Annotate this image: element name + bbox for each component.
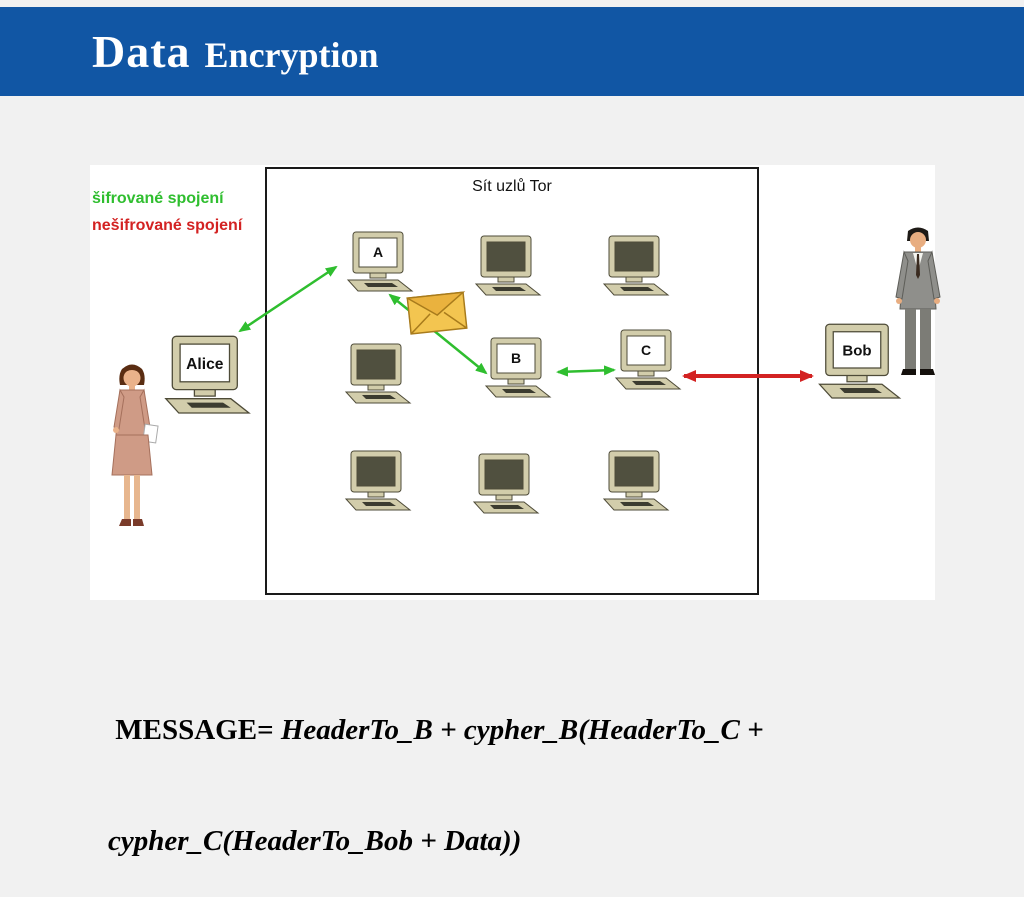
- legend-unencrypted-label: nešifrované spojení: [92, 217, 243, 234]
- alice-figure: [100, 363, 164, 538]
- svg-text:A: A: [373, 244, 383, 260]
- formula-math-2: cypher_C(HeaderTo_Bob + Data)): [108, 825, 522, 857]
- computer-relay-a: A: [342, 231, 420, 300]
- nodes-layer: Alice A B C Bob: [90, 165, 935, 600]
- computer-relay-b: B: [480, 337, 558, 406]
- computer-relay-mid-1: [340, 343, 418, 412]
- arrow-a-b: [388, 293, 488, 375]
- tor-box-title: Sít uzlů Tor: [472, 178, 552, 195]
- page-title: Data Encryption: [92, 25, 379, 78]
- computer-relay-bottom-1: [340, 450, 418, 519]
- legend: šifrované spojení nešifrované spojení: [92, 185, 242, 239]
- formula-line-1: MESSAGE= HeaderTo_B + cypher_B(HeaderTo_…: [108, 712, 898, 749]
- title-secondary: Encryption: [204, 35, 379, 75]
- title-primary: Data: [92, 26, 191, 77]
- svg-text:B: B: [511, 350, 521, 366]
- svg-text:Alice: Alice: [186, 356, 224, 373]
- arrow-alice-a: [238, 265, 338, 333]
- bob-figure: [886, 227, 950, 390]
- computer-relay-top-2: [470, 235, 548, 304]
- tor-diagram: Sít uzlů Tor šifrované spojení nešifrova…: [90, 165, 941, 600]
- formula-prefix: MESSAGE=: [108, 714, 281, 746]
- formula-math-1: HeaderTo_B + cypher_B(HeaderTo_C +: [280, 714, 764, 746]
- envelope-icon: [404, 282, 470, 343]
- computer-relay-bottom-2: [468, 453, 546, 522]
- arrow-b-c: [556, 365, 616, 377]
- formula-line-2: cypher_C(HeaderTo_Bob + Data)): [108, 823, 898, 860]
- computer-relay-top-3: [598, 235, 676, 304]
- connections-layer: [238, 265, 814, 382]
- computer-alice: Alice: [158, 335, 259, 425]
- computer-relay-bottom-3: [598, 450, 676, 519]
- computer-relay-c: C: [610, 329, 688, 398]
- legend-encrypted-label: šifrované spojení: [92, 190, 224, 207]
- computer-bob: Bob: [812, 323, 910, 409]
- svg-text:Bob: Bob: [842, 343, 871, 360]
- svg-text:C: C: [641, 342, 651, 358]
- slide-header: Data Encryption: [0, 7, 1024, 96]
